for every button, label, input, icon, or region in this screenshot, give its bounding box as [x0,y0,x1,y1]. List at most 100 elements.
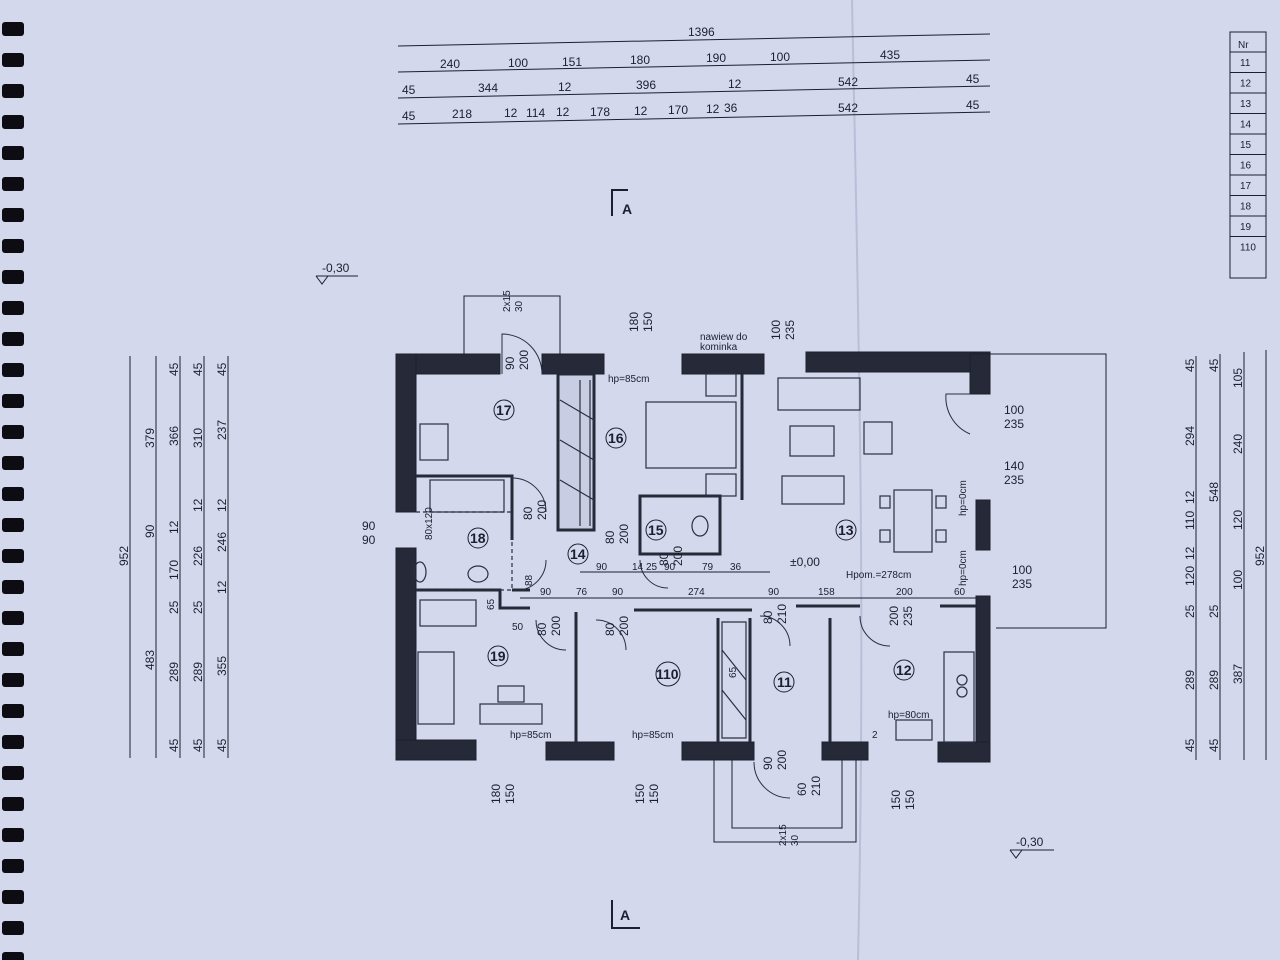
table-row: 19 [1240,222,1252,233]
dim: 36 [730,562,742,573]
room-110-label: 110 [656,666,679,682]
dim: 90 [768,587,780,598]
dim: 100 [1012,563,1032,577]
dim: 100 [770,50,790,64]
binding-coil [2,487,24,501]
dim: 100 [508,56,528,70]
dim: 25 [167,600,181,614]
dim: 100 [1231,570,1245,590]
dim: 12 [215,498,229,512]
dim: 60 [954,587,966,598]
dim: 120 [1183,566,1197,586]
binding-coil [2,797,24,811]
dim: 289 [167,662,181,682]
dim: 120 [1231,510,1245,530]
dim: 396 [636,78,656,92]
dim: 150 [647,784,661,804]
dim: 90 [664,562,676,573]
dim: 178 [590,105,610,119]
sill-note: hp=0cm [958,550,969,586]
dim: 90 [761,756,775,770]
dim: 105 [1231,368,1245,388]
dim: 240 [1231,434,1245,454]
dim: 2x15 [778,824,789,846]
top-dim-row3: 45 344 12 396 12 542 45 [402,72,980,97]
room-18-label: 18 [470,530,486,546]
sill-note: hp=0cm [958,480,969,516]
step-labels: 2x15 30 2x15 30 [502,290,801,846]
binding-coil [2,642,24,656]
binding-coil [2,146,24,160]
dim: 190 [706,51,726,65]
dim: 90 [596,562,608,573]
dim: 30 [514,300,525,312]
dim: 210 [775,604,789,624]
dim: 90 [362,519,376,533]
dim: 235 [783,320,797,340]
dim: 114 [526,106,545,120]
dim: 100 [1004,403,1024,417]
room-numbers: 17 16 13 15 18 14 19 110 11 12 [470,402,912,690]
table-row: 13 [1240,99,1252,110]
bed [645,401,737,469]
binding-coil [2,394,24,408]
dim: 65 [728,666,739,678]
dim: 12 [556,105,570,119]
right-dims-text: 45 289 25 120 12 110 12 294 45 45 289 25… [1183,358,1267,752]
section-marker-bottom: A [611,900,640,929]
binding-coil [2,611,24,625]
dim: 45 [167,362,181,376]
room-height: Hpom.=278cm [846,570,911,581]
dim: 80 [535,622,549,636]
dim: 2x15 [502,290,513,312]
shower [419,599,477,627]
section-marker-top: A [611,189,632,217]
room-11-label: 11 [777,674,792,690]
door-swings [501,333,971,799]
room-16-label: 16 [608,430,624,446]
toilet-15 [691,515,709,537]
table-row: 15 [1240,140,1252,151]
dim: 235 [1004,417,1024,431]
dim: 45 [215,362,229,376]
binding-coil [2,425,24,439]
binding-coil [2,177,24,191]
armchair [863,421,893,455]
dim: 25 [1183,604,1197,618]
right-dimension-chains [1195,350,1267,760]
dim: 60 [795,782,809,796]
dim: 200 [535,500,549,520]
dim: 12 [706,102,720,116]
dim: 90 [612,587,624,598]
dim-total-width: 1396 [688,25,715,39]
dim: 200 [517,350,531,370]
dim: 45 [1183,358,1197,372]
binding-coil [2,921,24,935]
washbasin-18 [467,565,489,583]
dim: 150 [903,790,917,810]
dim: 542 [838,75,858,89]
dim: 289 [191,662,205,682]
binding-coil [2,859,24,873]
dim: 45 [1207,738,1221,752]
binding-coil [2,766,24,780]
dim: 344 [478,81,498,95]
dim: 246 [215,532,229,552]
dim: 200 [775,750,789,770]
top-dim-row2: 240 100 151 180 190 100 435 [440,48,900,71]
dim: 294 [1183,426,1197,446]
dim: 200 [671,546,685,566]
dim: 952 [117,546,131,566]
top-dim-row1: 1396 [688,25,715,39]
spiral-binding [2,22,24,960]
binding-coil [2,704,24,718]
binding-coil [2,84,24,98]
floor-level: ±0,00 [790,555,820,569]
sofa [777,377,861,411]
dim: 170 [167,560,181,580]
dim: 45 [191,362,205,376]
dim: 226 [191,546,205,566]
inner-walls [416,372,976,742]
binding-coil [2,673,24,687]
dim: 79 [702,562,714,573]
